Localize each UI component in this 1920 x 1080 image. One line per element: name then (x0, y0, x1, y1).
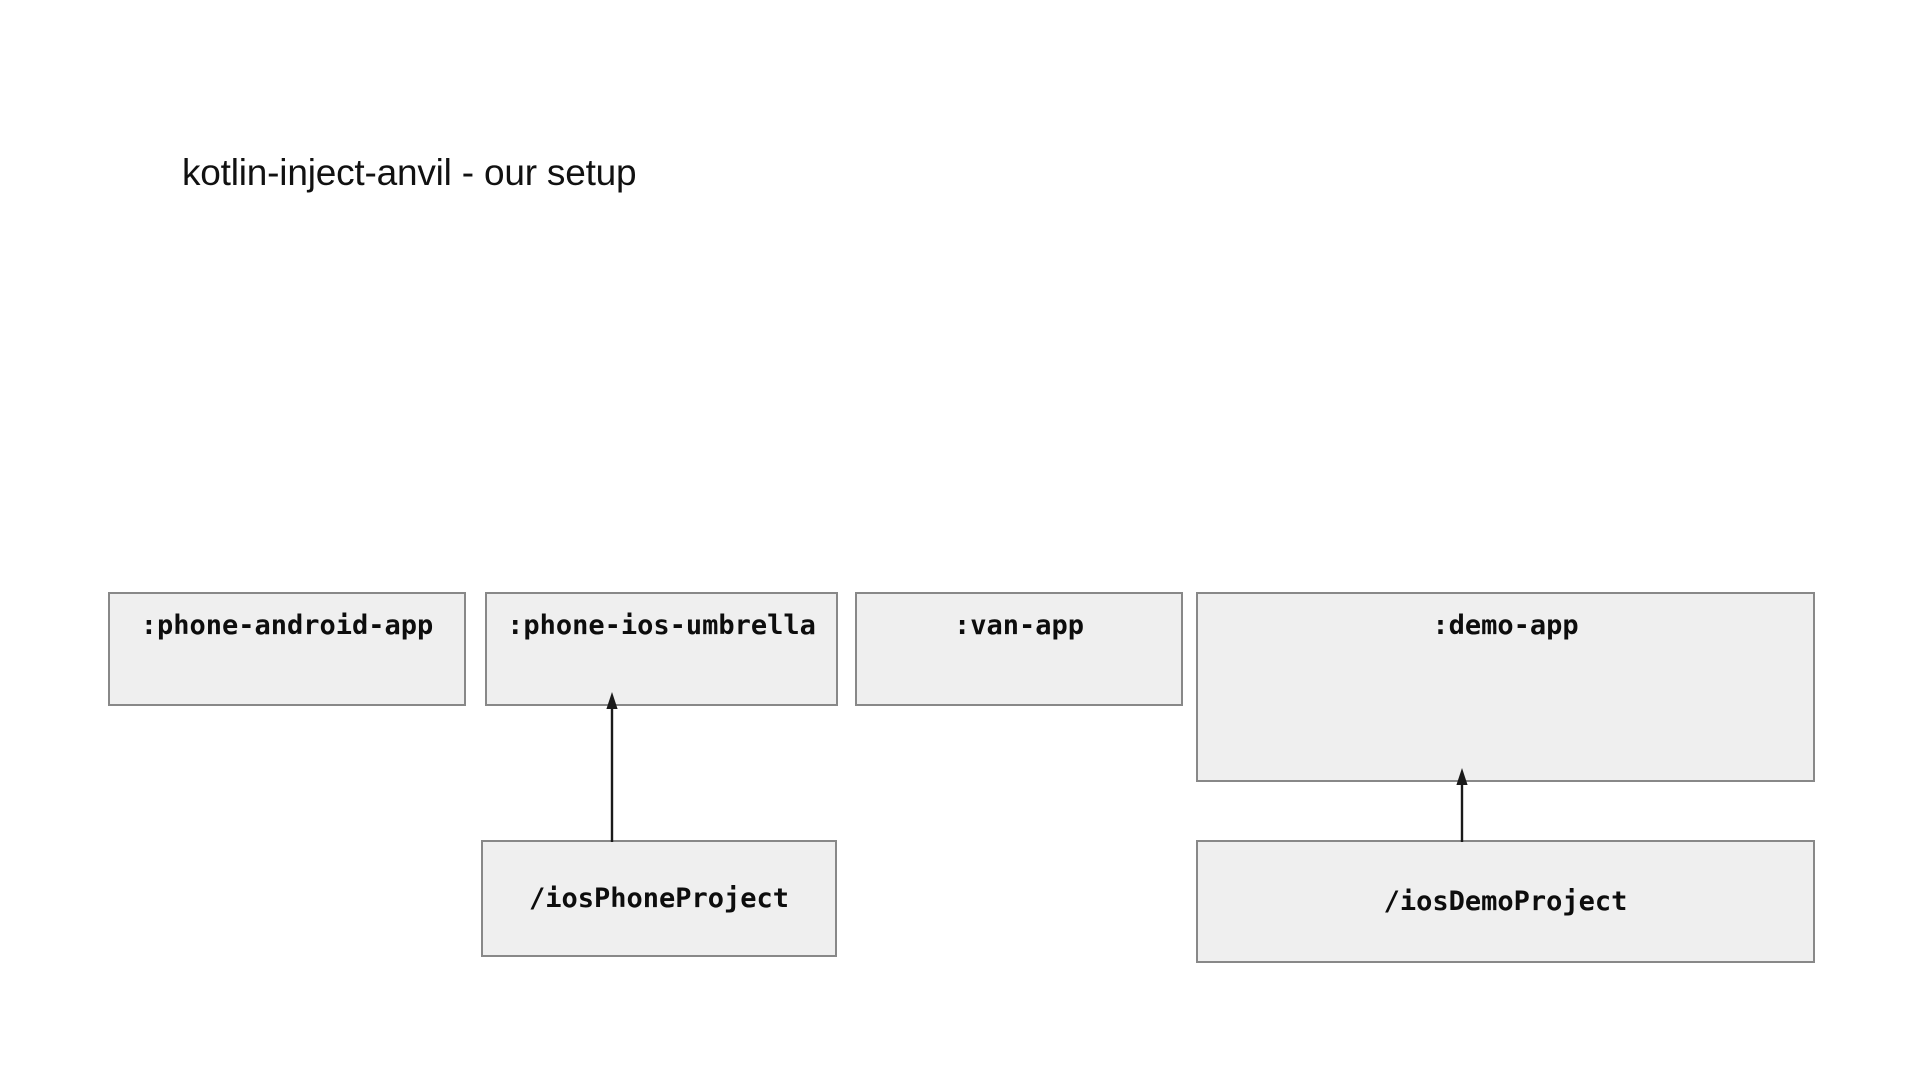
node-label: :van-app (953, 610, 1085, 641)
node-label: :phone-android-app (140, 610, 434, 641)
node-label: :demo-app (1432, 610, 1579, 641)
arrow-up-icon (1456, 768, 1468, 842)
edge-ios-phone-project-to-phone-ios-umbrella (600, 690, 624, 842)
node-label: /iosDemoProject (1383, 886, 1628, 917)
node-label: /iosPhoneProject (528, 883, 790, 914)
diagram-node-phone-ios-umbrella[interactable]: :phone-ios-umbrella (485, 592, 838, 706)
diagram-node-demo-app[interactable]: :demo-app (1196, 592, 1815, 782)
node-label: :phone-ios-umbrella (507, 610, 816, 641)
edge-ios-demo-project-to-demo-app (1450, 766, 1474, 842)
page-title: kotlin-inject-anvil - our setup (182, 152, 637, 193)
diagram-node-phone-android-app[interactable]: :phone-android-app (108, 592, 466, 706)
arrow-up-icon (606, 692, 618, 842)
diagram-node-ios-phone-project[interactable]: /iosPhoneProject (481, 840, 837, 957)
diagram-node-van-app[interactable]: :van-app (855, 592, 1183, 706)
diagram-node-ios-demo-project[interactable]: /iosDemoProject (1196, 840, 1815, 963)
